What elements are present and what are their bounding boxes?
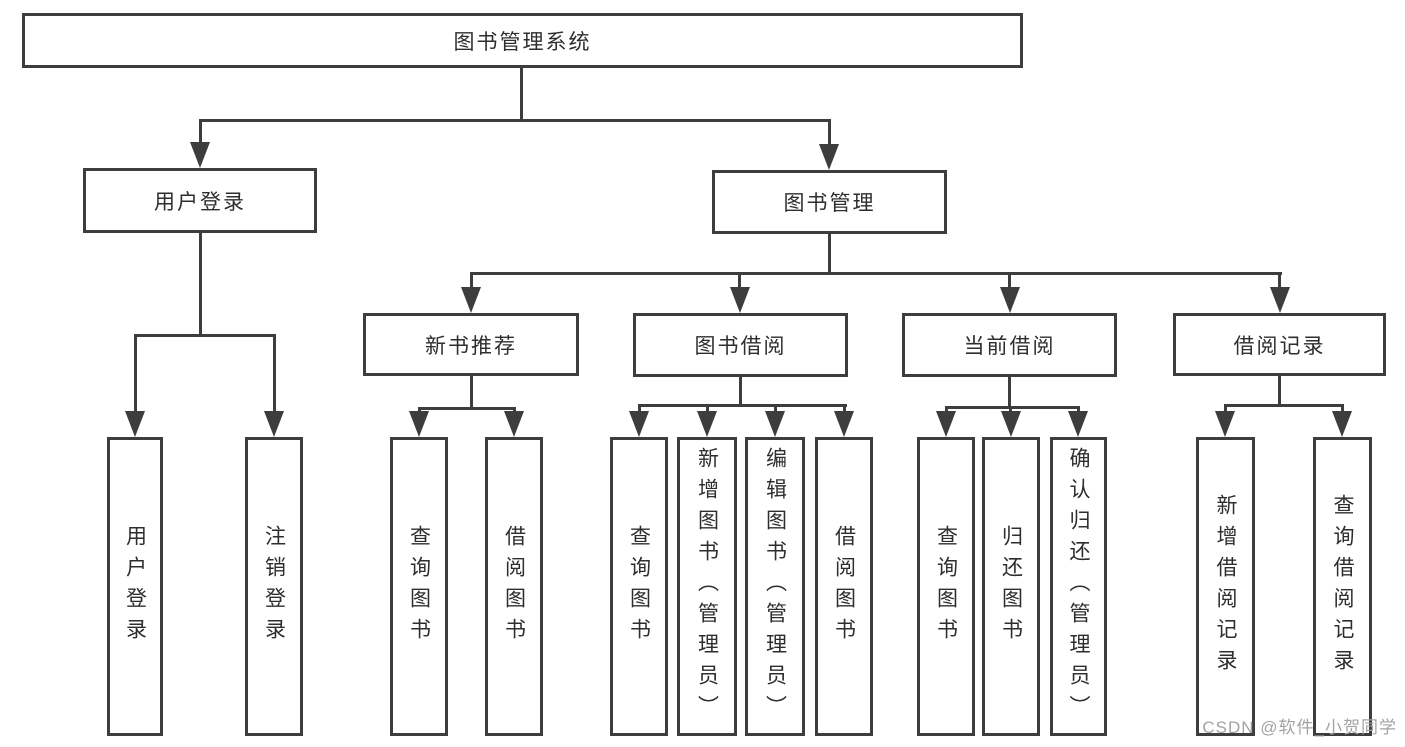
connector-book-mgmt-stem xyxy=(828,234,831,275)
leaf-label: 确认归还（管理员） xyxy=(1067,447,1090,726)
arrow-down-icon xyxy=(697,411,717,437)
arrow-down-icon xyxy=(409,411,429,437)
node-user-login-label: 用户登录 xyxy=(154,190,246,214)
connector-drop xyxy=(1077,406,1080,414)
leaf-label: 用户登录 xyxy=(123,524,147,649)
arrow-down-icon xyxy=(765,411,785,437)
node-user-login: 用户登录 xyxy=(83,168,317,233)
node-current-borrow: 当前借阅 xyxy=(902,313,1117,377)
leaf-current-borrow-confirm: 确认归还（管理员） xyxy=(1050,437,1107,736)
arrow-down-icon xyxy=(819,144,839,170)
connector-drop xyxy=(1278,272,1281,290)
connector-root-stem xyxy=(520,68,523,122)
connector-book-borrow-stem xyxy=(739,377,742,407)
leaf-book-borrow-query: 查询图书 xyxy=(610,437,668,736)
connector-level2-rail xyxy=(199,119,831,122)
node-borrow-records-label: 借阅记录 xyxy=(1233,334,1326,358)
arrow-down-icon xyxy=(834,411,854,437)
connector-drop xyxy=(273,334,276,416)
connector-drop xyxy=(706,404,709,414)
connector-borrow-records-stem xyxy=(1278,376,1281,407)
connector-book-mgmt-drop xyxy=(828,119,831,149)
arrow-down-icon xyxy=(1270,287,1290,313)
leaf-borrow-records-add: 新增借阅记录 xyxy=(1196,437,1255,736)
arrow-down-icon xyxy=(1001,411,1021,437)
arrow-down-icon xyxy=(936,411,956,437)
connector-drop xyxy=(1008,272,1011,290)
connector-book-borrow-rail xyxy=(638,404,847,407)
arrow-down-icon xyxy=(264,411,284,437)
node-book-borrow: 图书借阅 xyxy=(633,313,848,377)
leaf-label: 查询图书 xyxy=(407,524,431,649)
arrow-down-icon xyxy=(629,411,649,437)
connector-drop xyxy=(945,406,948,414)
connector-drop xyxy=(470,272,473,290)
node-book-mgmt: 图书管理 xyxy=(712,170,947,234)
leaf-current-borrow-return: 归还图书 xyxy=(982,437,1040,736)
leaf-new-books-query: 查询图书 xyxy=(390,437,448,736)
connector-drop xyxy=(774,404,777,414)
connector-borrow-records-rail xyxy=(1224,404,1344,407)
arrow-down-icon xyxy=(1068,411,1088,437)
arrow-down-icon xyxy=(1215,411,1235,437)
leaf-label: 新增借阅记录 xyxy=(1214,493,1237,680)
connector-current-borrow-rail xyxy=(945,406,1080,409)
node-root: 图书管理系统 xyxy=(22,13,1023,68)
leaf-new-books-borrow: 借阅图书 xyxy=(485,437,543,736)
connector-drop xyxy=(1009,406,1012,414)
leaf-label: 查询图书 xyxy=(934,524,958,649)
leaf-current-borrow-query: 查询图书 xyxy=(917,437,975,736)
leaf-label: 新增图书（管理员） xyxy=(695,447,719,726)
leaf-label: 注销登录 xyxy=(262,524,286,649)
node-new-books: 新书推荐 xyxy=(363,313,579,376)
arrow-down-icon xyxy=(504,411,524,437)
arrow-down-icon xyxy=(1000,287,1020,313)
leaf-logout: 注销登录 xyxy=(245,437,303,736)
leaf-label: 借阅图书 xyxy=(502,524,526,649)
connector-current-borrow-stem xyxy=(1008,377,1011,409)
arrow-down-icon xyxy=(125,411,145,437)
leaf-label: 查询图书 xyxy=(627,524,651,649)
leaf-book-borrow-add: 新增图书（管理员） xyxy=(677,437,737,736)
connector-new-books-stem xyxy=(470,376,473,410)
connector-drop xyxy=(843,404,846,414)
node-root-label: 图书管理系统 xyxy=(453,30,592,54)
connector-drop xyxy=(134,334,137,416)
connector-user-login-drop xyxy=(199,119,202,149)
connector-user-login-rail xyxy=(134,334,276,337)
leaf-label: 编辑图书（管理员） xyxy=(763,447,787,726)
leaf-book-borrow-borrow: 借阅图书 xyxy=(815,437,873,736)
connector-drop xyxy=(1224,404,1227,414)
node-book-borrow-label: 图书借阅 xyxy=(694,335,787,358)
connector-drop xyxy=(638,404,641,414)
leaf-book-borrow-edit: 编辑图书（管理员） xyxy=(745,437,805,736)
connector-level3-rail xyxy=(470,272,1282,275)
arrow-down-icon xyxy=(190,142,210,168)
connector-new-books-rail xyxy=(418,407,516,410)
node-borrow-records: 借阅记录 xyxy=(1173,313,1386,376)
connector-drop xyxy=(1341,404,1344,414)
leaf-label: 查询借阅记录 xyxy=(1331,493,1354,680)
arrow-down-icon xyxy=(461,287,481,313)
arrow-down-icon xyxy=(730,287,750,313)
leaf-user-login: 用户登录 xyxy=(107,437,163,736)
connector-user-login-stem xyxy=(199,233,202,337)
node-book-mgmt-label: 图书管理 xyxy=(783,192,876,215)
leaf-label: 归还图书 xyxy=(999,524,1023,649)
watermark-text: CSDN @软件_小贺同学 xyxy=(1202,718,1397,737)
connector-drop xyxy=(738,272,741,290)
leaf-borrow-records-query: 查询借阅记录 xyxy=(1313,437,1372,736)
leaf-label: 借阅图书 xyxy=(832,524,856,649)
arrow-down-icon xyxy=(1332,411,1352,437)
node-new-books-label: 新书推荐 xyxy=(425,334,517,358)
node-current-borrow-label: 当前借阅 xyxy=(963,335,1056,358)
